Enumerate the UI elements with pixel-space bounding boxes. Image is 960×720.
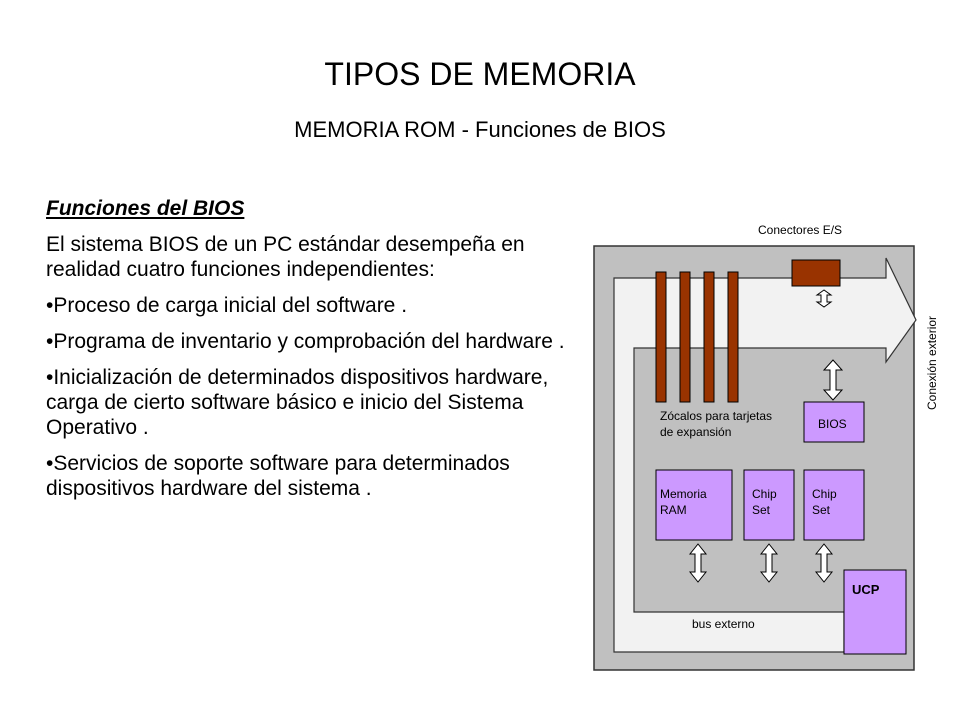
- connectors-label: Conectores E/S: [758, 223, 842, 237]
- bios-chip: [803, 401, 865, 443]
- chipset-double-arrow: [814, 543, 834, 583]
- bullet-item: •Programa de inventario y comprobación d…: [46, 330, 565, 353]
- chipset-double-arrow: [759, 543, 779, 583]
- chipset-chip: [803, 469, 865, 541]
- slots-label-line2: de expansión: [660, 425, 731, 439]
- ram-chip: [655, 469, 733, 541]
- io-connector: [791, 259, 841, 287]
- cpu-chip: [843, 569, 907, 655]
- expansion-slot: [703, 271, 715, 403]
- chipset-label-line2: Set: [812, 503, 831, 517]
- bios-architecture-diagram: Conectores E/S Zócalos para tarjetas de …: [593, 223, 939, 671]
- ram-double-arrow: [688, 543, 708, 583]
- page-title: TIPOS DE MEMORIA: [324, 56, 636, 92]
- cpu-label: UCP: [852, 582, 880, 597]
- bullet-item: •Proceso de carga inicial del software .: [46, 294, 408, 317]
- expansion-slot: [679, 271, 691, 403]
- text-block: Funciones del BIOS El sistema BIOS de un…: [46, 196, 586, 512]
- expansion-slot: [655, 271, 667, 403]
- chipset-label-line1: Chip: [812, 487, 837, 501]
- bullet-item: •Servicios de soporte software para dete…: [46, 452, 510, 500]
- ram-label-line1: Memoria: [660, 487, 707, 501]
- bullet-item: •Inicialización de determinados disposit…: [46, 366, 549, 439]
- intro-paragraph: El sistema BIOS de un PC estándar desemp…: [46, 233, 525, 281]
- page-subtitle: MEMORIA ROM - Funciones de BIOS: [294, 117, 666, 142]
- ram-label-line2: RAM: [660, 503, 687, 517]
- bus-label: bus externo: [692, 617, 755, 631]
- chipset-label-line1: Chip: [752, 487, 777, 501]
- slots-label-line1: Zócalos para tarjetas: [660, 409, 772, 423]
- bios-double-arrow: [822, 359, 844, 401]
- exterior-connection-label: Conexión exterior: [925, 316, 939, 410]
- bios-label: BIOS: [818, 417, 847, 431]
- chipset-chip: [743, 469, 795, 541]
- connector-double-arrow: [815, 289, 833, 308]
- section-heading: Funciones del BIOS: [46, 197, 245, 220]
- chipset-label-line2: Set: [752, 503, 771, 517]
- expansion-slot: [727, 271, 739, 403]
